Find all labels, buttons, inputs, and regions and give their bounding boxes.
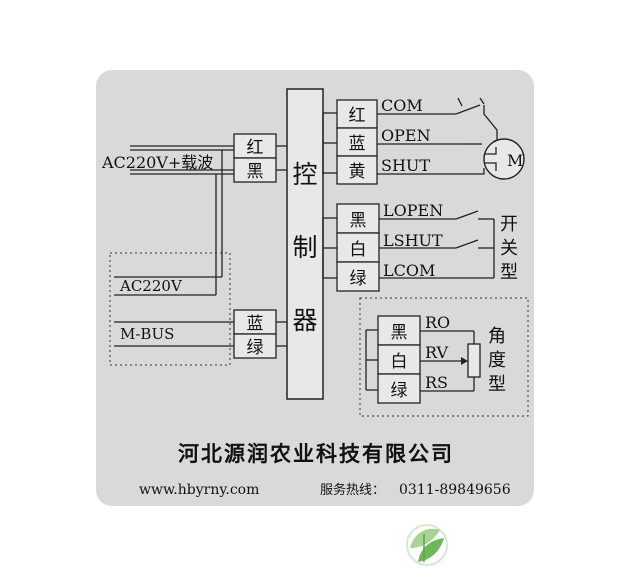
valve-term-2-label: 蓝 xyxy=(349,134,366,154)
valve-signal-com: COM xyxy=(381,96,423,115)
angle-signal-ro: RO xyxy=(425,313,450,332)
controller-char-1: 控 xyxy=(292,160,317,189)
switch-term-2 xyxy=(336,232,380,263)
angle-term-2 xyxy=(377,344,421,375)
angle-dotted-box xyxy=(359,297,529,417)
motor-circle xyxy=(483,138,525,180)
motor-symbol xyxy=(484,147,497,171)
angle-signal-rs: RS xyxy=(425,373,448,392)
valve-signal-shut: SHUT xyxy=(381,156,430,175)
angle-signal-rv: RV xyxy=(425,343,448,362)
company-website: www.hbyrny.com xyxy=(139,482,259,498)
switch-signal-lopen: LOPEN xyxy=(383,201,443,220)
valve-term-2 xyxy=(336,127,378,157)
switch-term-1-label: 黑 xyxy=(350,211,367,231)
motor-label: M xyxy=(507,151,523,170)
pot-wiper-arrow xyxy=(461,357,468,365)
valve-signal-open: OPEN xyxy=(381,126,431,145)
valve-switch-tick-2 xyxy=(479,97,485,105)
terminal-black-label: 黑 xyxy=(247,162,264,182)
switch-title-3: 型 xyxy=(500,262,518,283)
terminal-green-label: 绿 xyxy=(247,338,264,358)
hotline-label: 服务热线： xyxy=(320,482,385,498)
lshut-blade xyxy=(455,239,479,249)
angle-term-1 xyxy=(377,315,421,346)
valve-com-route xyxy=(483,105,498,140)
company-name: 河北源润农业科技有限公司 xyxy=(178,441,454,466)
valve-term-3 xyxy=(336,155,378,185)
valve-shut-route xyxy=(467,168,485,175)
terminal-green xyxy=(233,333,277,359)
angle-title-2: 度 xyxy=(488,350,506,371)
lopen-blade xyxy=(455,210,479,220)
valve-term-1-label: 红 xyxy=(349,106,366,126)
angle-term-1-label: 黑 xyxy=(391,323,408,343)
controller-box xyxy=(286,88,324,400)
switch-term-3 xyxy=(336,261,380,292)
valve-switch-tick-1 xyxy=(457,97,463,107)
external-dotted-box xyxy=(109,252,231,366)
terminal-red xyxy=(233,133,277,159)
angle-title-3: 型 xyxy=(488,374,506,395)
power-input-label: AC220V+载波 xyxy=(101,153,213,172)
hotline-number: 0311-89849656 xyxy=(399,482,511,498)
switch-term-2-label: 白 xyxy=(350,240,367,260)
terminal-red-label: 红 xyxy=(247,138,264,158)
valve-term-3-label: 黄 xyxy=(349,162,366,182)
mbus-label: M-BUS xyxy=(120,325,174,343)
controller-char-3: 器 xyxy=(292,306,317,335)
switch-signal-lcom: LCOM xyxy=(383,261,435,280)
angle-term-3-label: 绿 xyxy=(391,381,408,401)
potentiometer xyxy=(467,343,481,378)
switch-title-2: 关 xyxy=(500,238,518,259)
angle-term-3 xyxy=(377,373,421,404)
terminal-blue xyxy=(233,309,277,335)
ac220v-label: AC220V xyxy=(119,277,183,295)
leaf-logo-icon xyxy=(406,524,448,566)
angle-title-1: 角 xyxy=(488,326,506,347)
valve-switch-blade xyxy=(455,104,481,115)
switch-title-1: 开 xyxy=(500,214,518,235)
switch-signal-lshut: LSHUT xyxy=(383,231,443,250)
switch-term-3-label: 绿 xyxy=(350,269,367,289)
terminal-blue-label: 蓝 xyxy=(247,314,264,334)
controller-char-2: 制 xyxy=(292,233,317,262)
angle-term-2-label: 白 xyxy=(391,352,408,372)
terminal-black xyxy=(233,157,277,183)
